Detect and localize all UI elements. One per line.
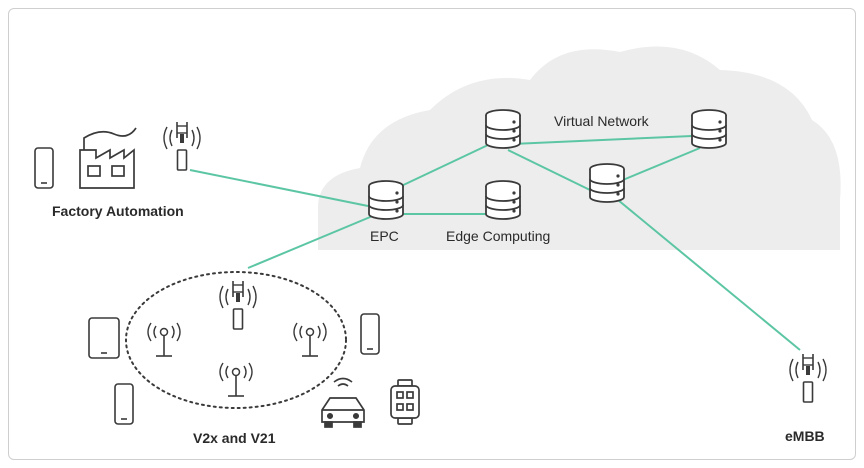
link-server4-embb bbox=[617, 199, 801, 351]
virtual-network-label: Virtual Network bbox=[554, 113, 649, 129]
antenna-bottom-icon bbox=[219, 362, 253, 397]
antenna-right-icon bbox=[293, 322, 327, 357]
v2x-cell-tower-icon bbox=[219, 280, 257, 330]
factory-icon bbox=[79, 127, 137, 189]
epc-label: EPC bbox=[370, 228, 399, 244]
edge-server-icon bbox=[485, 180, 521, 220]
smartwatch-icon bbox=[390, 379, 420, 425]
tablet-icon bbox=[88, 317, 120, 359]
connected-car-icon bbox=[321, 377, 365, 428]
smartphone-icon bbox=[34, 147, 54, 189]
smartphone-right-icon bbox=[360, 313, 380, 355]
embb-cell-tower-icon bbox=[789, 353, 827, 403]
link-factory-epc bbox=[189, 169, 369, 207]
link-server4-server3 bbox=[617, 147, 701, 183]
virtual-server-right-icon bbox=[691, 109, 727, 149]
epc-server-icon bbox=[368, 180, 404, 220]
factory-cell-tower-icon bbox=[163, 121, 201, 171]
embb-label: eMBB bbox=[785, 428, 825, 444]
edge-computing-label: Edge Computing bbox=[446, 228, 551, 244]
link-server1-server3 bbox=[511, 135, 693, 145]
link-v2x-epc bbox=[247, 214, 376, 269]
cloud-background bbox=[318, 46, 841, 250]
core-server-icon bbox=[589, 163, 625, 203]
factory-automation-label: Factory Automation bbox=[52, 203, 184, 219]
network-links bbox=[189, 135, 801, 351]
v2x-label: V2x and V21 bbox=[193, 430, 276, 446]
v2x-cluster-boundary bbox=[125, 271, 347, 409]
antenna-left-icon bbox=[147, 322, 181, 357]
smartphone-bottom-icon bbox=[114, 383, 134, 425]
link-server1-server4 bbox=[507, 149, 591, 191]
virtual-server-left-icon bbox=[485, 109, 521, 149]
link-epc-server1 bbox=[396, 144, 489, 189]
